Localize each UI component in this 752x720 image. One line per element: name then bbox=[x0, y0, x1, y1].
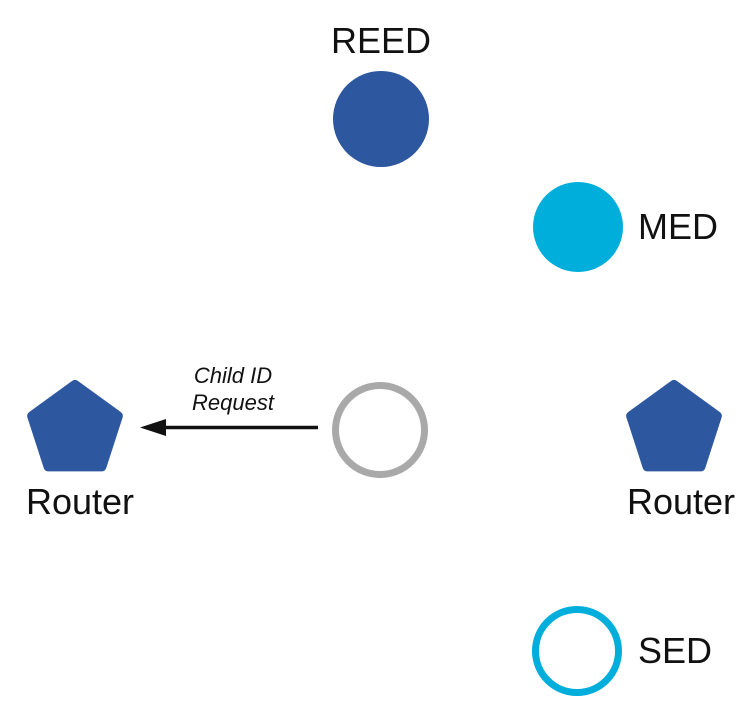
med-node-label: MED bbox=[638, 206, 718, 247]
joiner-node-circle bbox=[332, 382, 428, 478]
router-left-node-label: Router bbox=[25, 481, 135, 522]
sed-node-label: SED bbox=[638, 630, 713, 671]
router-right-pentagon bbox=[626, 380, 722, 472]
child-id-request-arrow bbox=[140, 419, 318, 436]
reed-node-label: REED bbox=[330, 20, 432, 61]
reed-node-circle bbox=[333, 71, 429, 167]
med-node-circle bbox=[533, 182, 623, 272]
router-left-pentagon bbox=[27, 380, 123, 472]
sed-node-circle bbox=[532, 606, 622, 696]
child-id-request-label: Child ID Request bbox=[153, 362, 313, 416]
arrow-head bbox=[140, 419, 166, 436]
child-id-request-label-line2: Request bbox=[192, 390, 274, 415]
router-right-node-label: Router bbox=[626, 481, 736, 522]
child-id-request-label-line1: Child ID bbox=[193, 363, 273, 388]
